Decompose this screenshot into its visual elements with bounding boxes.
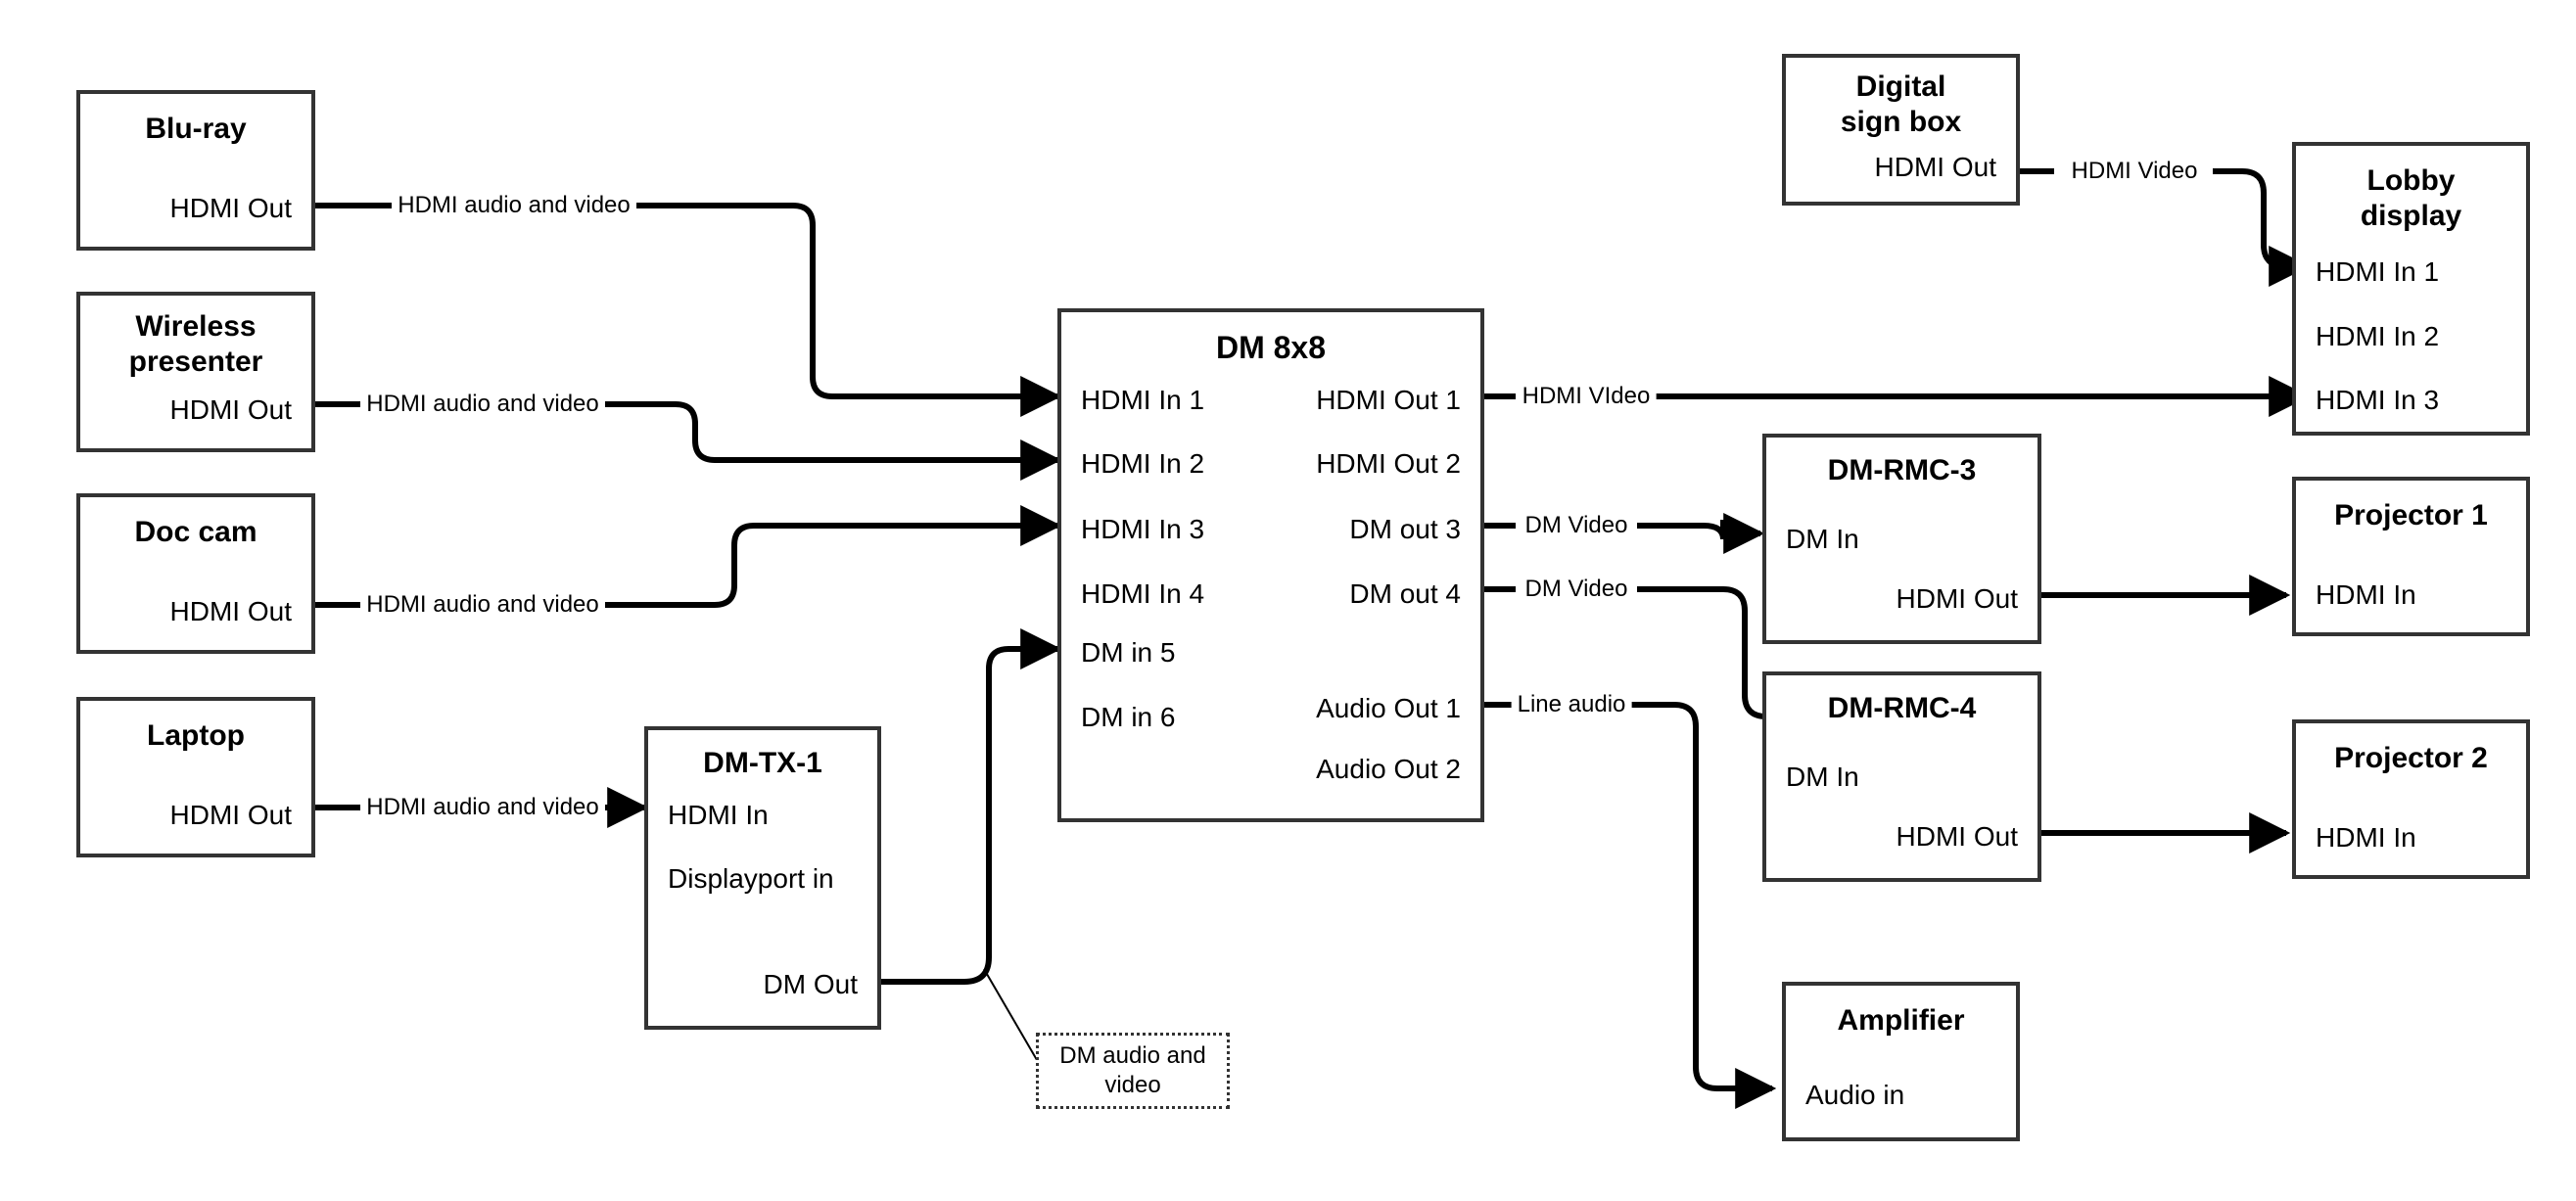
node-title: DM-RMC-4	[1827, 692, 1977, 724]
node-digital-sign-box[interactable]: Digital sign box HDMI Out	[1782, 54, 2020, 206]
port-hdmi-out-1[interactable]: HDMI Out 1	[1316, 385, 1461, 415]
edge-label-dm-video-4: DM Video	[1519, 577, 1634, 602]
port-hdmi-out[interactable]: HDMI Out	[169, 800, 292, 830]
port-hdmi-out[interactable]: HDMI Out	[169, 394, 292, 425]
edge-label-digitalsign-hdmi-video: HDMI Video	[2065, 159, 2204, 184]
port-hdmi-out[interactable]: HDMI Out	[1896, 821, 2018, 852]
node-wireless-presenter[interactable]: Wireless presenter HDMI Out	[76, 292, 315, 452]
port-hdmi-in-3[interactable]: HDMI In 3	[2316, 385, 2440, 415]
edge-label-dm8x8-hdmi-video: HDMI VIdeo	[1516, 384, 1657, 409]
port-hdmi-out[interactable]: HDMI Out	[169, 193, 292, 223]
wire-bluray-to-dm8x8	[315, 203, 1057, 396]
port-hdmi-out-2[interactable]: HDMI Out 2	[1316, 448, 1461, 479]
node-title: DM 8x8	[1215, 330, 1327, 365]
wire-digitalsign-to-lobby	[2020, 168, 2306, 266]
port-displayport-in[interactable]: Displayport in	[668, 863, 834, 894]
port-audio-out-1[interactable]: Audio Out 1	[1316, 693, 1461, 723]
port-hdmi-out[interactable]: HDMI Out	[1896, 583, 2018, 614]
wire-dm8x8-to-dmrmc4	[1484, 586, 1766, 716]
port-dm-in[interactable]: DM In	[1786, 524, 1859, 554]
node-title: DM-RMC-3	[1827, 454, 1977, 486]
port-hdmi-out[interactable]: HDMI Out	[1874, 152, 1996, 182]
node-title: DM-TX-1	[703, 747, 822, 779]
wire-doccam-to-dm8x8	[315, 526, 1057, 608]
port-hdmi-in-2[interactable]: HDMI In 2	[1081, 448, 1205, 479]
node-title: Projector 1	[2334, 499, 2488, 531]
note-dm-audio-and-video: DM audio and video	[1036, 1033, 1230, 1109]
node-title: Lobby display	[2360, 164, 2462, 232]
node-projector-2[interactable]: Projector 2 HDMI In	[2292, 719, 2530, 879]
node-dm-tx-1[interactable]: DM-TX-1 HDMI In Displayport in DM Out	[644, 726, 881, 1030]
node-bluray[interactable]: Blu-ray HDMI Out	[76, 90, 315, 251]
port-dm-in-5[interactable]: DM in 5	[1081, 637, 1176, 668]
note-leader-line	[983, 968, 1041, 1066]
port-dm-out[interactable]: DM Out	[763, 969, 858, 999]
port-hdmi-in[interactable]: HDMI In	[2316, 579, 2416, 610]
node-amplifier[interactable]: Amplifier Audio in	[1782, 982, 2020, 1141]
wire-dmtx1-to-dm8x8	[881, 628, 1062, 985]
port-hdmi-in-2[interactable]: HDMI In 2	[2316, 321, 2440, 351]
port-audio-out-2[interactable]: Audio Out 2	[1316, 754, 1461, 784]
wire-wireless-to-dm8x8	[315, 401, 1057, 460]
node-title: Wireless presenter	[128, 310, 263, 378]
edge-label-doccam-hdmi: HDMI audio and video	[360, 592, 605, 618]
node-dm-8x8[interactable]: DM 8x8 HDMI In 1 HDMI In 2 HDMI In 3 HDM…	[1057, 308, 1484, 822]
port-hdmi-in-1[interactable]: HDMI In 1	[1081, 385, 1205, 415]
port-hdmi-in-4[interactable]: HDMI In 4	[1081, 578, 1205, 609]
edge-label-wireless-hdmi: HDMI audio and video	[360, 392, 605, 417]
node-projector-1[interactable]: Projector 1 HDMI In	[2292, 477, 2530, 636]
edge-label-laptop-hdmi: HDMI audio and video	[360, 795, 605, 820]
port-hdmi-out[interactable]: HDMI Out	[169, 596, 292, 626]
port-hdmi-in-1[interactable]: HDMI In 1	[2316, 256, 2440, 287]
node-dm-rmc-3[interactable]: DM-RMC-3 DM In HDMI Out	[1762, 434, 2041, 644]
node-doc-cam[interactable]: Doc cam HDMI Out	[76, 493, 315, 654]
edge-label-line-audio: Line audio	[1511, 692, 1632, 717]
node-dm-rmc-4[interactable]: DM-RMC-4 DM In HDMI Out	[1762, 671, 2041, 882]
node-title: Doc cam	[134, 516, 258, 548]
node-title: Amplifier	[1837, 1004, 1965, 1037]
port-dm-out-3[interactable]: DM out 3	[1349, 514, 1461, 544]
wire-dm8x8-to-dmrmc3	[1484, 520, 1760, 539]
edge-label-dm-video-3: DM Video	[1519, 513, 1634, 538]
port-dm-in-6[interactable]: DM in 6	[1081, 702, 1176, 732]
port-hdmi-in[interactable]: HDMI In	[2316, 822, 2416, 853]
port-hdmi-in-3[interactable]: HDMI In 3	[1081, 514, 1205, 544]
node-lobby-display[interactable]: Lobby display HDMI In 1 HDMI In 2 HDMI I…	[2292, 142, 2530, 436]
port-hdmi-in[interactable]: HDMI In	[668, 800, 769, 830]
edge-label-bluray-hdmi: HDMI audio and video	[392, 193, 636, 218]
port-audio-in[interactable]: Audio in	[1805, 1080, 1905, 1110]
note-text: DM audio and video	[1059, 1042, 1206, 1098]
node-title: Digital sign box	[1840, 70, 1962, 138]
wire-dm8x8-to-amplifier	[1484, 702, 1772, 1088]
node-title: Laptop	[147, 719, 245, 752]
node-title: Blu-ray	[145, 113, 247, 145]
node-laptop[interactable]: Laptop HDMI Out	[76, 697, 315, 857]
port-dm-in[interactable]: DM In	[1786, 762, 1859, 792]
node-title: Projector 2	[2334, 742, 2488, 774]
port-dm-out-4[interactable]: DM out 4	[1349, 578, 1461, 609]
